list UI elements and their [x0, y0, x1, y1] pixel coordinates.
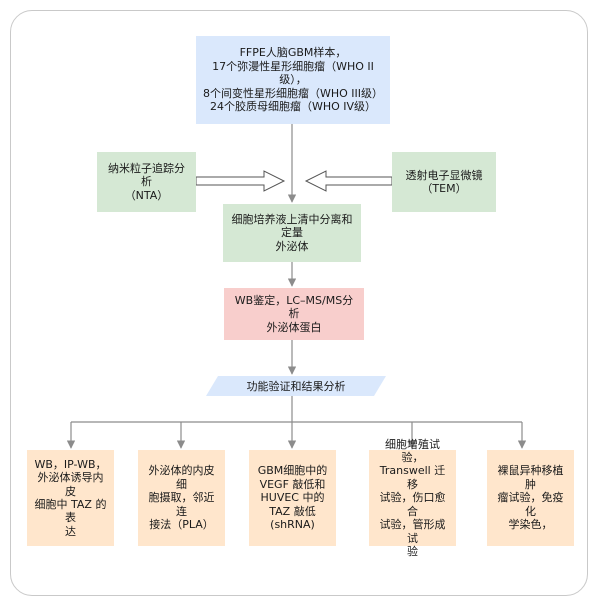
b2-line-3: 接法（PLA） — [149, 518, 214, 532]
b3-line-5: (shRNA) — [270, 518, 315, 532]
sample-line-3: 8个间变性星形细胞瘤（WHO III级） — [202, 86, 384, 100]
b1-line-3: 细胞中 TAZ 的表 — [34, 498, 107, 525]
sample-line-2: 17个弥漫性星形细胞瘤（WHO II级）， — [212, 59, 374, 87]
exosome-isolation-box: 细胞培养液上清中分离和定量 外泌体 — [223, 204, 361, 262]
isolation-line-1: 细胞培养液上清中分离和定量 — [231, 212, 353, 240]
validation-label: 功能验证和结果分析 — [246, 380, 346, 393]
bottom-box-xenograft: 裸鼠异种移植肿 瘤试验，免疫化 学染色， — [487, 450, 574, 546]
wb-line-1: WB鉴定，LC–MS/MS分析 — [234, 293, 354, 321]
b2-line-1: 外泌体的内皮细 — [148, 464, 215, 491]
hollow-arrow-from-tem — [304, 170, 393, 192]
bottom-box-uptake-pla: 外泌体的内皮细 胞摄取，邻近连 接法（PLA） — [138, 450, 225, 546]
b3-line-2: VEGF 敲低和 — [259, 477, 326, 491]
b4-line-5: 验 — [407, 544, 418, 558]
tem-line-2: （TEM） — [421, 182, 467, 195]
sample-line-4: 24个胶质母细胞瘤（WHO IV级） — [209, 100, 377, 114]
isolation-line-2: 外泌体 — [275, 239, 309, 253]
b3-line-3: HUVEC 中的 — [260, 491, 325, 505]
b4-line-2: Transwell 迁移 — [379, 464, 446, 491]
b4-line-1: 细胞增殖试验， — [385, 437, 440, 465]
b1-line-4: 达 — [65, 524, 76, 538]
b4-line-3: 试验，伤口愈合 — [379, 491, 446, 518]
wb-line-2: 外泌体蛋白 — [266, 320, 322, 334]
b5-line-2: 瘤试验，免疫化 — [497, 491, 564, 518]
nta-line-1: 纳米粒子追踪分析 — [108, 161, 185, 189]
bottom-box-wb-ipwb: WB，IP-WB， 外泌体诱导内皮 细胞中 TAZ 的表 达 — [27, 450, 114, 546]
b4-line-4: 试验，管形成试 — [379, 518, 446, 545]
hollow-arrow-from-nta — [195, 170, 286, 192]
b2-line-2: 胞摄取，邻近连 — [148, 491, 215, 518]
tem-box: 透射电子显微镜 （TEM） — [392, 152, 496, 212]
b3-line-4: TAZ 敲低 — [269, 504, 316, 518]
wb-analysis-box: WB鉴定，LC–MS/MS分析 外泌体蛋白 — [224, 288, 364, 340]
sample-line-1: FFPE人脑GBM样本， — [239, 46, 347, 60]
bottom-box-knockdown: GBM细胞中的 VEGF 敲低和 HUVEC 中的 TAZ 敲低 (shRNA) — [249, 450, 336, 546]
b5-line-3: 学染色， — [508, 518, 553, 532]
tem-line-1: 透射电子显微镜 — [405, 168, 483, 182]
b1-line-2: 外泌体诱导内皮 — [37, 471, 104, 498]
validation-parallelogram — [206, 376, 386, 396]
sample-source-box: FFPE人脑GBM样本， 17个弥漫性星形细胞瘤（WHO II级）， 8个间变性… — [196, 36, 390, 124]
b5-line-1: 裸鼠异种移植肿 — [497, 464, 564, 491]
bottom-box-assays: 细胞增殖试验， Transwell 迁移 试验，伤口愈合 试验，管形成试 验 — [369, 438, 456, 558]
nta-box: 纳米粒子追踪分析 （NTA） — [97, 152, 196, 212]
b3-line-1: GBM细胞中的 — [257, 464, 328, 478]
b1-line-1: WB，IP-WB， — [34, 457, 107, 471]
nta-line-2: （NTA） — [124, 188, 169, 202]
